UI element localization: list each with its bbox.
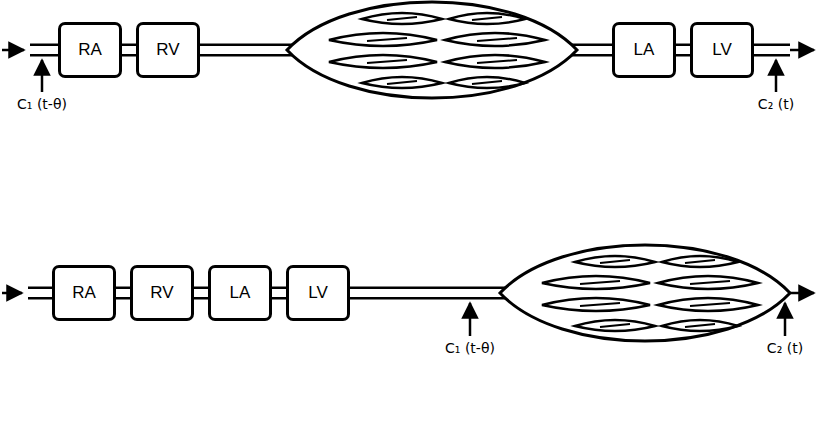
tube-connector [116, 293, 130, 294]
chamber-label: LA [634, 40, 655, 60]
vascular-bed [287, 2, 577, 98]
chamber-label: LV [308, 283, 328, 303]
concentration-label: C₁ (t-θ) [443, 340, 497, 356]
chamber-box: RA [52, 265, 116, 321]
concentration-label: C₁ (t-θ) [15, 96, 69, 112]
chamber-box: RV [130, 265, 194, 321]
chamber-box: LV [286, 265, 350, 321]
concentration-label: C₂ (t) [765, 340, 805, 356]
chamber-label: RV [156, 40, 179, 60]
flow-arrow [2, 50, 814, 293]
chamber-box: RV [136, 22, 200, 78]
chamber-label: RV [150, 283, 173, 303]
tube-connector [194, 293, 208, 294]
chamber-box: RA [58, 22, 122, 78]
chamber-label: LA [230, 283, 251, 303]
chamber-box: LA [612, 22, 676, 78]
concentration-label: C₂ (t) [756, 96, 796, 112]
tube-connector [122, 50, 136, 51]
chamber-box: LV [690, 22, 754, 78]
chamber-box: LA [208, 265, 272, 321]
tube-connector [272, 293, 286, 294]
chamber-label: RA [72, 283, 96, 303]
chamber-label: LV [712, 40, 732, 60]
vascular-bed [500, 245, 790, 341]
sampling-arrow [42, 60, 785, 336]
chamber-label: RA [78, 40, 102, 60]
tube-connector [676, 50, 690, 51]
